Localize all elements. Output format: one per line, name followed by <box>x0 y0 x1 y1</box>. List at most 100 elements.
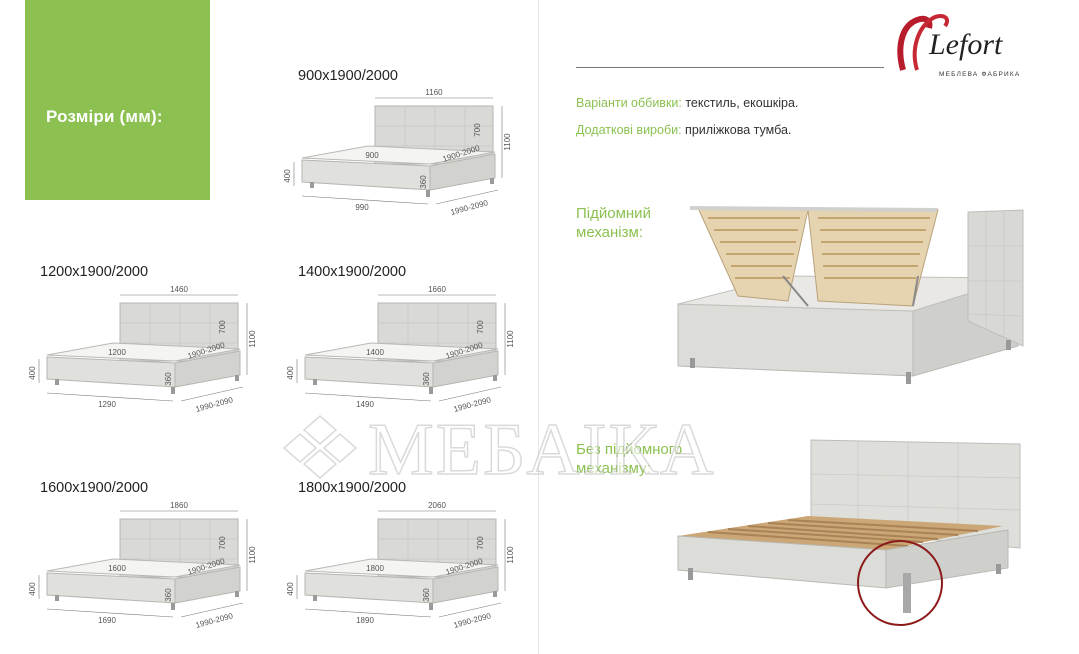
headboard-width-label: 2060 <box>428 501 446 510</box>
depth-label: 1990-2090 <box>453 611 493 630</box>
bed-photo-lift-mechanism <box>677 206 1024 384</box>
headboard-width-label: 1460 <box>170 285 188 294</box>
upholstery-value: текстиль, екошкіра. <box>681 96 799 110</box>
mattress-width-label: 1400 <box>366 348 384 357</box>
sizes-banner <box>25 0 210 200</box>
base-height-label: 400 <box>28 582 37 596</box>
total-height-label: 1100 <box>248 546 257 564</box>
bed-leg <box>493 375 497 381</box>
bed-leg <box>426 190 430 197</box>
bed-mattress <box>46 342 241 362</box>
bed-leg <box>55 379 59 385</box>
headboard-height-label: 700 <box>476 320 485 334</box>
depth-label: 1990-2090 <box>195 611 235 630</box>
bed-base-side <box>174 566 241 604</box>
bed-size-label: 1200x1900/2000 <box>40 264 149 280</box>
sizes-heading: Розміри (мм): <box>46 107 163 126</box>
extras-value: приліжкова тумба. <box>681 123 792 137</box>
upholstery-info: Варіанти оббивки: текстиль, екошкіра. <box>576 96 798 110</box>
svg-text:МЕБЛЕВА ФАБРИКА: МЕБЛЕВА ФАБРИКА <box>939 71 1020 78</box>
bed-size-label: 900x1900/2000 <box>298 68 398 84</box>
headboard-width-label: 1660 <box>428 285 446 294</box>
dimension-line-base-width <box>304 608 432 618</box>
bed-size-label: 1600x1900/2000 <box>40 480 149 496</box>
bed-leg <box>493 591 497 597</box>
extras-info: Додаткові вироби: приліжкова тумба. <box>576 123 791 137</box>
bed-mattress <box>301 145 496 165</box>
bed-leg <box>171 603 175 610</box>
side-height-label: 360 <box>164 588 173 602</box>
mebaika-watermark: МЕБАІКА <box>282 408 715 480</box>
bed-base-side <box>432 566 499 604</box>
headboard-height-label: 700 <box>476 536 485 550</box>
base-width-label: 1690 <box>98 616 116 625</box>
headboard-width-label: 1860 <box>170 501 188 510</box>
dimension-line-depth <box>438 386 502 402</box>
dimension-line-depth <box>180 602 244 618</box>
bed-leg <box>55 595 59 601</box>
depth-label: 1990-2090 <box>450 198 490 217</box>
bed-leg <box>429 603 433 610</box>
dimension-line-base-width <box>304 392 432 402</box>
side-height-label: 360 <box>422 588 431 602</box>
bed-leg <box>235 591 239 597</box>
bed-leg <box>313 379 317 385</box>
headboard-height-label: 700 <box>473 123 482 137</box>
divider-line <box>576 67 884 68</box>
extras-label: Додаткові вироби: <box>576 123 682 137</box>
headboard-height-label: 700 <box>218 320 227 334</box>
bed-leg <box>429 387 433 394</box>
watermark-text: МЕБАІКА <box>368 409 715 480</box>
mattress-width-label: 1600 <box>108 564 126 573</box>
page-fold <box>538 0 539 654</box>
bed-leg <box>235 375 239 381</box>
svg-text:Lefort: Lefort <box>928 28 1003 61</box>
bed-mattress <box>46 558 241 578</box>
total-height-label: 1100 <box>503 133 512 151</box>
side-height-label: 360 <box>164 372 173 386</box>
mattress-width-label: 900 <box>365 151 379 160</box>
bed-leg <box>171 387 175 394</box>
base-width-label: 1490 <box>356 400 374 409</box>
bed-leg <box>313 595 317 601</box>
total-height-label: 1100 <box>248 330 257 348</box>
side-height-label: 360 <box>422 372 431 386</box>
bed-leg <box>490 178 494 184</box>
dimension-line-base-width <box>301 195 429 205</box>
bed-base-side <box>174 350 241 388</box>
headboard-height-label: 700 <box>218 536 227 550</box>
bed-mattress <box>304 558 499 578</box>
bed-base-side <box>429 153 496 191</box>
bed-photo-no-mechanism <box>677 439 1021 626</box>
bed-size-label: 1400x1900/2000 <box>298 264 407 280</box>
base-height-label: 400 <box>286 366 295 380</box>
dimension-line-depth <box>438 602 502 618</box>
base-height-label: 400 <box>28 366 37 380</box>
total-height-label: 1100 <box>506 546 515 564</box>
total-height-label: 1100 <box>506 330 515 348</box>
headboard-width-label: 1160 <box>425 88 443 97</box>
bed-size-label: 1800x1900/2000 <box>298 480 407 496</box>
base-width-label: 990 <box>355 203 369 212</box>
depth-label: 1990-2090 <box>195 395 235 414</box>
dimension-line-base-width <box>46 608 174 618</box>
bed-base-side <box>432 350 499 388</box>
base-height-label: 400 <box>286 582 295 596</box>
side-height-label: 360 <box>419 175 428 189</box>
lefort-logo: Lefort МЕБЛЕВА ФАБРИКА <box>897 14 1020 78</box>
dimension-line-base-width <box>46 392 174 402</box>
bed-leg <box>310 182 314 188</box>
dimension-line-depth <box>180 386 244 402</box>
bed-mattress <box>304 342 499 362</box>
base-width-label: 1290 <box>98 400 116 409</box>
mattress-width-label: 1800 <box>366 564 384 573</box>
upholstery-label: Варіанти оббивки: <box>576 96 682 110</box>
base-height-label: 400 <box>283 169 292 183</box>
